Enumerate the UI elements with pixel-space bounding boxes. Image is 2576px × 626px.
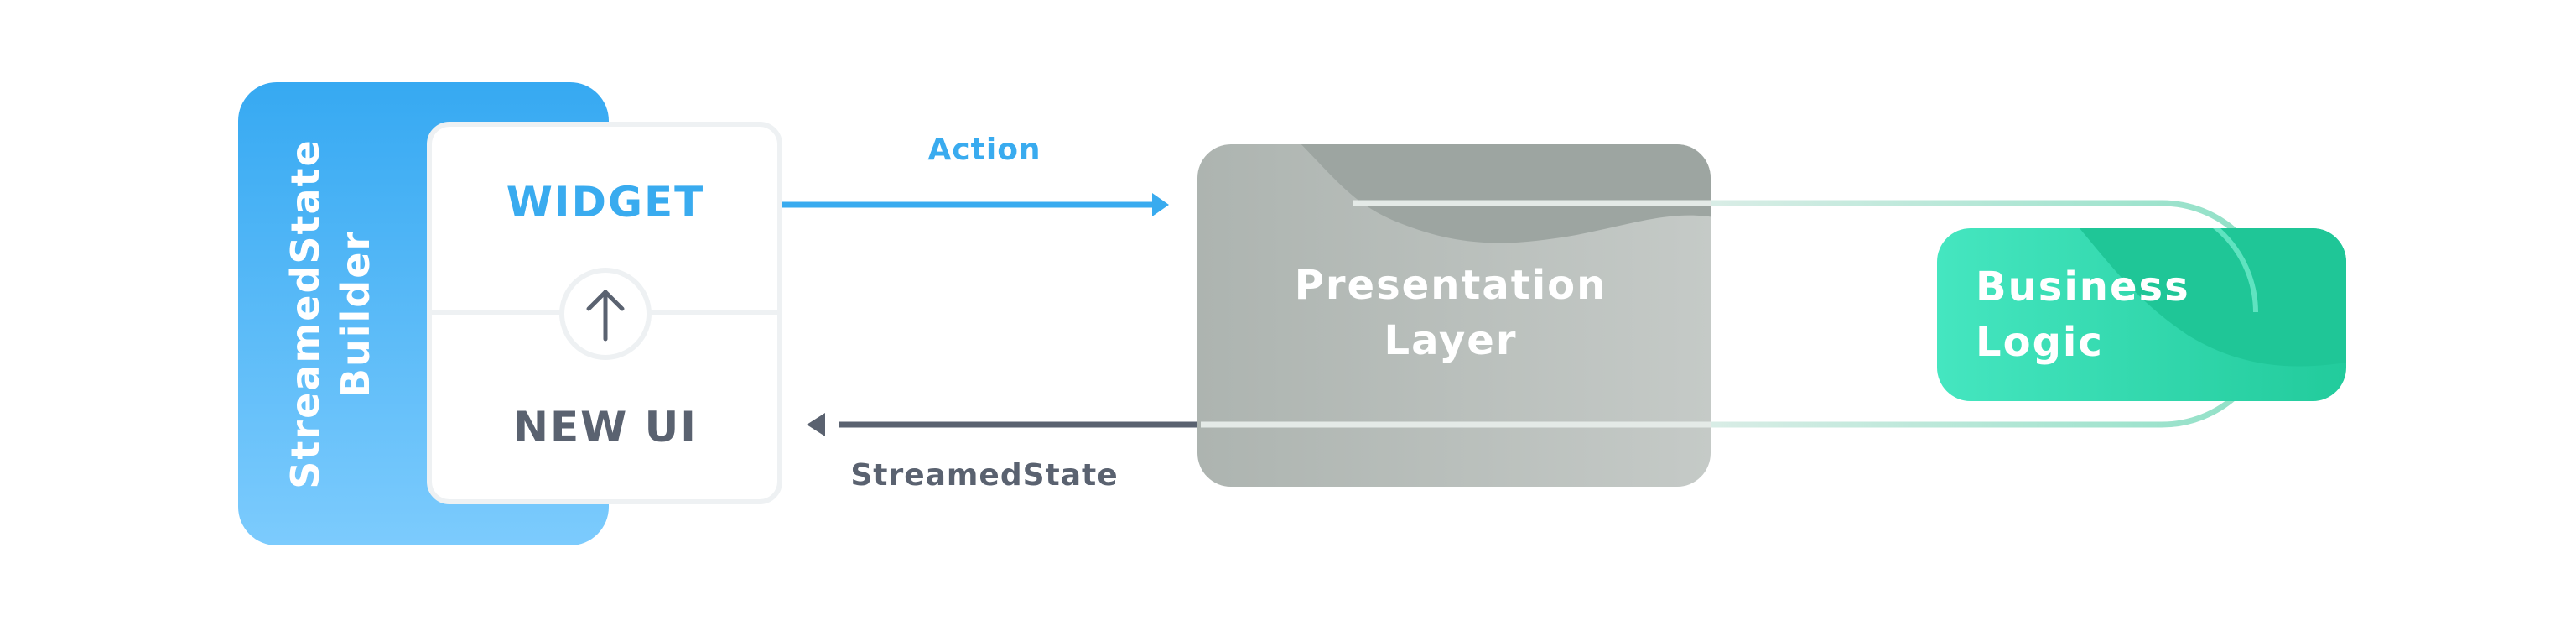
widget-label: WIDGET <box>506 178 705 227</box>
business-label-line1: Business <box>1976 263 2190 310</box>
new-ui-label: NEW UI <box>513 403 698 451</box>
builder-label-line2: Builder <box>333 230 378 398</box>
widget-card: WIDGET NEW UI <box>427 122 782 504</box>
action-arrowhead <box>1152 193 1169 216</box>
streamedstate-arrow: StreamedState <box>807 413 1208 493</box>
business-logic-panel: Business Logic <box>1937 228 2346 401</box>
action-arrow: Action <box>782 133 1169 216</box>
business-loop-overlay <box>2161 228 2258 313</box>
presentation-label-line2: Layer <box>1384 317 1517 364</box>
presentation-wave-shape <box>1291 144 1711 243</box>
streamedstate-label: StreamedState <box>850 458 1118 493</box>
presentation-label-line1: Presentation <box>1295 262 1607 309</box>
business-label-line2: Logic <box>1976 319 2104 366</box>
streamedstate-arrowhead <box>807 413 825 436</box>
presentation-layer-panel: Presentation Layer <box>1197 144 1711 487</box>
builder-label-line1: StreamedState <box>283 138 328 488</box>
arrow-up-icon <box>559 268 652 360</box>
action-label: Action <box>927 133 1041 167</box>
business-wave-shape <box>2071 228 2346 367</box>
